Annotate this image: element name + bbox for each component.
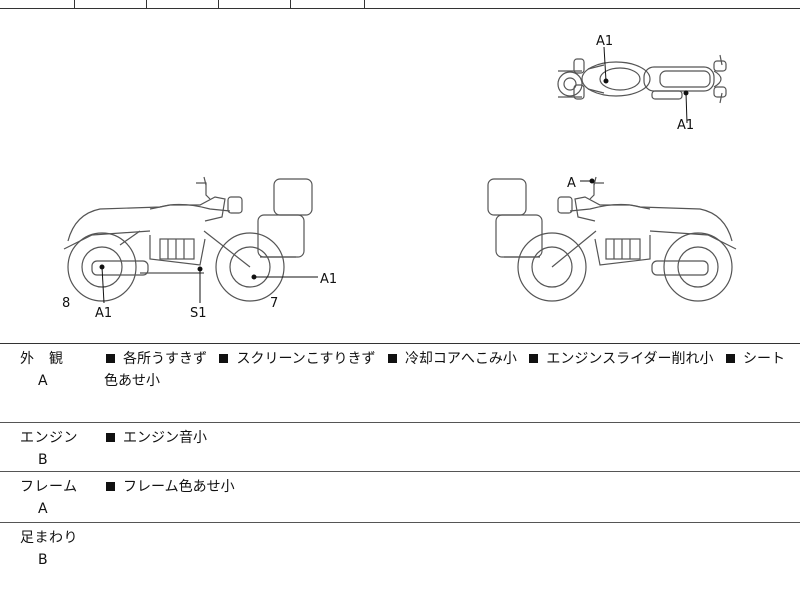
category-grade: B <box>38 552 48 568</box>
category-cell: 外 観 A <box>8 348 88 392</box>
notes-cell: フレーム色あせ小 <box>104 476 790 498</box>
damage-label: 8 <box>62 296 70 311</box>
motorcycle-left-view <box>63 176 313 302</box>
header-cell <box>74 0 147 8</box>
category-name: フレーム <box>20 479 78 495</box>
header-cell <box>146 0 219 8</box>
category-grade: B <box>38 452 48 468</box>
note-item: エンジンスライダー削れ小 <box>527 351 714 367</box>
motorcycle-diagram-svg: A1 A1 A1 8 A1 S1 7 A <box>62 34 737 321</box>
category-grade: A <box>38 501 48 517</box>
motorcycle-right-view <box>487 176 737 302</box>
notes-cell: エンジン音小 <box>104 427 790 449</box>
note-item: 冷却コアへこみ小 <box>386 351 517 367</box>
header-cell <box>290 0 363 8</box>
motorcycle-top-view <box>557 54 727 104</box>
header-cell <box>218 0 291 8</box>
inspection-row-engine: エンジン B エンジン音小 <box>0 423 800 472</box>
inspection-row-suspension: 足まわり B <box>0 523 800 600</box>
header-row <box>0 0 800 9</box>
damage-label: A <box>567 176 576 191</box>
category-grade: A <box>38 373 48 389</box>
damage-point <box>197 266 203 272</box>
category-cell: エンジン B <box>8 427 88 471</box>
damage-label: A1 <box>596 34 613 49</box>
damage-point <box>683 90 689 96</box>
damage-label: A1 <box>677 118 694 133</box>
damage-label: A1 <box>320 272 337 287</box>
category-name: 外 観 <box>20 351 64 367</box>
damage-point <box>99 264 105 270</box>
inspection-row-frame: フレーム A フレーム色あせ小 <box>0 472 800 523</box>
note-item: フレーム色あせ小 <box>104 479 235 495</box>
inspection-row-exterior: 外 観 A 各所うすきず スクリーンこすりきず 冷却コアへこみ小 エンジンスライ… <box>0 344 800 423</box>
note-item: スクリーンこすりきず <box>217 351 375 367</box>
notes-cell: 各所うすきず スクリーンこすりきず 冷却コアへこみ小 エンジンスライダー削れ小 … <box>104 348 790 392</box>
category-name: 足まわり <box>20 530 78 546</box>
note-item: 各所うすきず <box>104 351 207 367</box>
damage-point <box>251 274 257 280</box>
damage-point <box>603 78 609 84</box>
header-cell <box>364 0 800 8</box>
damage-label: S1 <box>190 306 207 321</box>
category-name: エンジン <box>20 430 78 446</box>
damage-point <box>589 178 595 184</box>
category-cell: 足まわり B <box>8 527 88 571</box>
note-item: エンジン音小 <box>104 430 207 446</box>
category-cell: フレーム A <box>8 476 88 520</box>
note-item: シート色あせ小 <box>104 351 786 389</box>
damage-label: 7 <box>270 296 278 311</box>
damage-label: A1 <box>95 306 112 321</box>
damage-diagram: A1 A1 A1 8 A1 S1 7 A <box>0 9 800 344</box>
